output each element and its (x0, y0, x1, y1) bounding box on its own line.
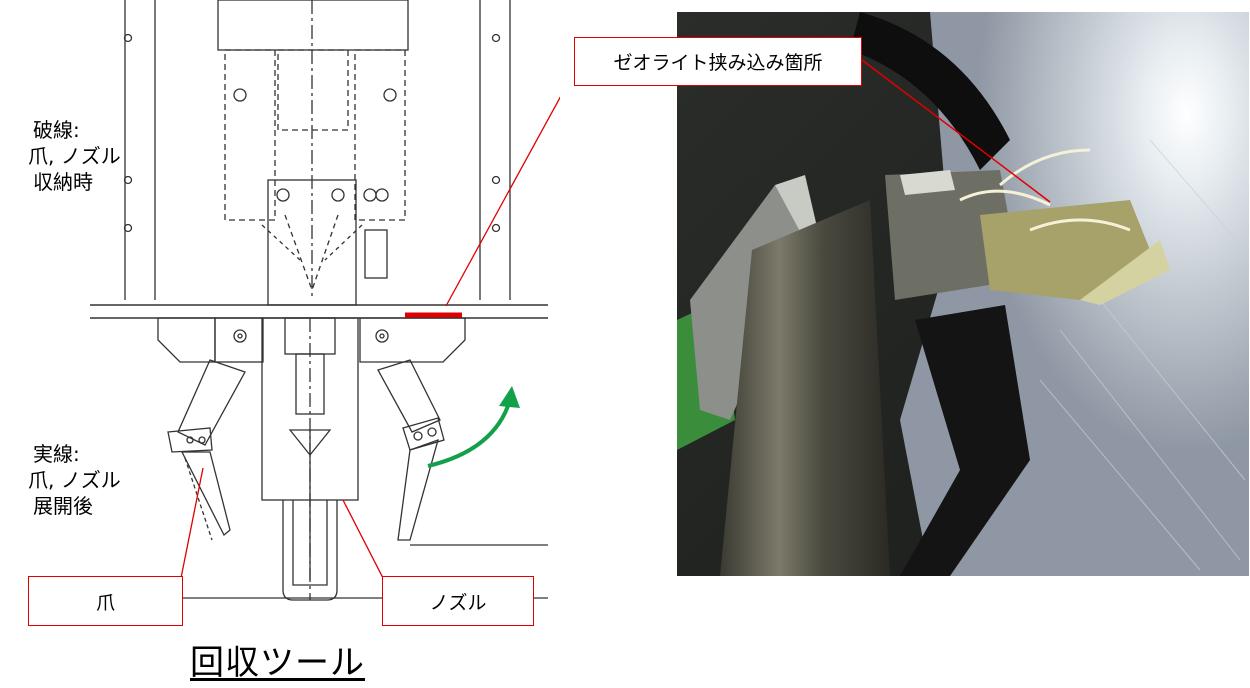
nozzle-callout: ノズル (382, 576, 534, 626)
page-title: 回収ツール (190, 643, 365, 683)
solid-legend-line-2: 爪, ノズル (28, 468, 121, 492)
zeolite-label: ゼオライト挟み込み箇所 (613, 52, 823, 74)
solid-legend-line-1: 実線: (33, 442, 80, 466)
dashed-legend-line-1: 破線: (33, 118, 80, 142)
zeolite-callout: ゼオライト挟み込み箇所 (574, 37, 862, 86)
rotation-arrow-icon (427, 386, 520, 468)
tool-drawing (90, 0, 560, 601)
claw-callout: 爪 (28, 576, 183, 626)
solid-legend-line-3: 展開後 (33, 494, 93, 518)
dashed-legend-line-2: 爪, ノズル (28, 144, 121, 168)
solid-legend: 実線: 爪, ノズル 展開後 (28, 441, 130, 519)
dashed-legend: 破線: 爪, ノズル 収納時 (28, 117, 130, 195)
nozzle-label: ノズル (429, 591, 487, 614)
claw-label: 爪 (95, 591, 115, 614)
dashed-legend-line-3: 収納時 (33, 170, 93, 194)
